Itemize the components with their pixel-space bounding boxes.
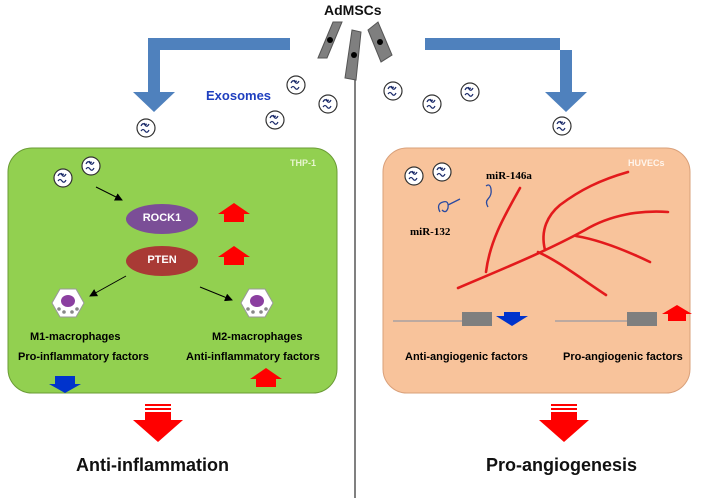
exosome-icon bbox=[552, 116, 572, 136]
right-flow-arrow bbox=[425, 38, 587, 112]
anti-inflammatory-up-arrow-icon bbox=[250, 368, 282, 387]
exosome-particles bbox=[136, 75, 572, 138]
thp1-label: THP-1 bbox=[290, 158, 317, 168]
pro-angiogenesis-label: Pro-angiogenesis bbox=[486, 455, 638, 475]
admsc-cell-2-icon bbox=[344, 29, 362, 81]
admsc-cell-1-icon bbox=[317, 21, 343, 59]
left-outcome-arrow-icon bbox=[133, 404, 183, 442]
exosome-icon bbox=[53, 168, 73, 188]
pro-inflammatory-down-arrow-icon bbox=[49, 376, 81, 393]
huvec-label: HUVECs bbox=[628, 158, 665, 168]
admsc-label: AdMSCs bbox=[324, 2, 382, 18]
exosome-icon bbox=[81, 156, 101, 176]
pro-inflammatory-factors-label: Pro-inflammatory factors bbox=[18, 351, 149, 363]
pro-angiogenic-up-arrow-icon bbox=[662, 305, 692, 321]
admsc-cell-3-icon bbox=[367, 21, 393, 63]
pten-label: PTEN bbox=[147, 254, 177, 266]
m2-macrophages-label: M2-macrophages bbox=[212, 331, 303, 343]
mir146a-label: miR-146a bbox=[486, 170, 532, 182]
m1-arrow bbox=[89, 275, 127, 297]
pro-angiogenic-factors-label: Pro-angiogenic factors bbox=[563, 351, 683, 363]
blood-vessel-icon bbox=[456, 170, 670, 297]
exosome-icon bbox=[383, 81, 403, 101]
huvec-panel bbox=[382, 147, 691, 394]
exosome-icon bbox=[286, 75, 306, 95]
exosome-icon bbox=[265, 110, 285, 130]
left-flow-arrow bbox=[133, 38, 290, 112]
anti-angiogenic-factors-label: Anti-angiogenic factors bbox=[405, 351, 528, 363]
exosome-icon bbox=[432, 162, 452, 182]
rock1-ellipse bbox=[126, 204, 198, 234]
anti-gene-box bbox=[462, 312, 492, 326]
anti-inflammatory-factors-label: Anti-inflammatory factors bbox=[186, 351, 320, 363]
admsc-cells bbox=[317, 21, 393, 81]
pten-ellipse bbox=[126, 246, 198, 276]
mir146a-strand-icon bbox=[485, 184, 492, 208]
mir132-strand-icon bbox=[437, 198, 461, 213]
mir132-label: miR-132 bbox=[410, 226, 451, 238]
exosome-icon bbox=[136, 118, 156, 138]
exosome-icon bbox=[318, 94, 338, 114]
m1-macrophages-label: M1-macrophages bbox=[30, 331, 121, 343]
anti-inflammation-label: Anti-inflammation bbox=[76, 455, 229, 475]
exosome-icon bbox=[404, 166, 424, 186]
right-outcome-arrow-icon bbox=[539, 404, 589, 442]
exosome-icon bbox=[460, 82, 480, 102]
rock1-label: ROCK1 bbox=[142, 212, 182, 224]
exosomes-label: Exosomes bbox=[206, 88, 272, 103]
m2-arrow bbox=[199, 286, 233, 302]
uptake-arrow bbox=[95, 186, 123, 201]
anti-angiogenic-down-arrow-icon bbox=[496, 312, 528, 326]
rock1-up-arrow-icon bbox=[218, 203, 250, 222]
pro-gene-box bbox=[627, 312, 657, 326]
exosome-icon bbox=[422, 94, 442, 114]
pten-up-arrow-icon bbox=[218, 246, 250, 265]
